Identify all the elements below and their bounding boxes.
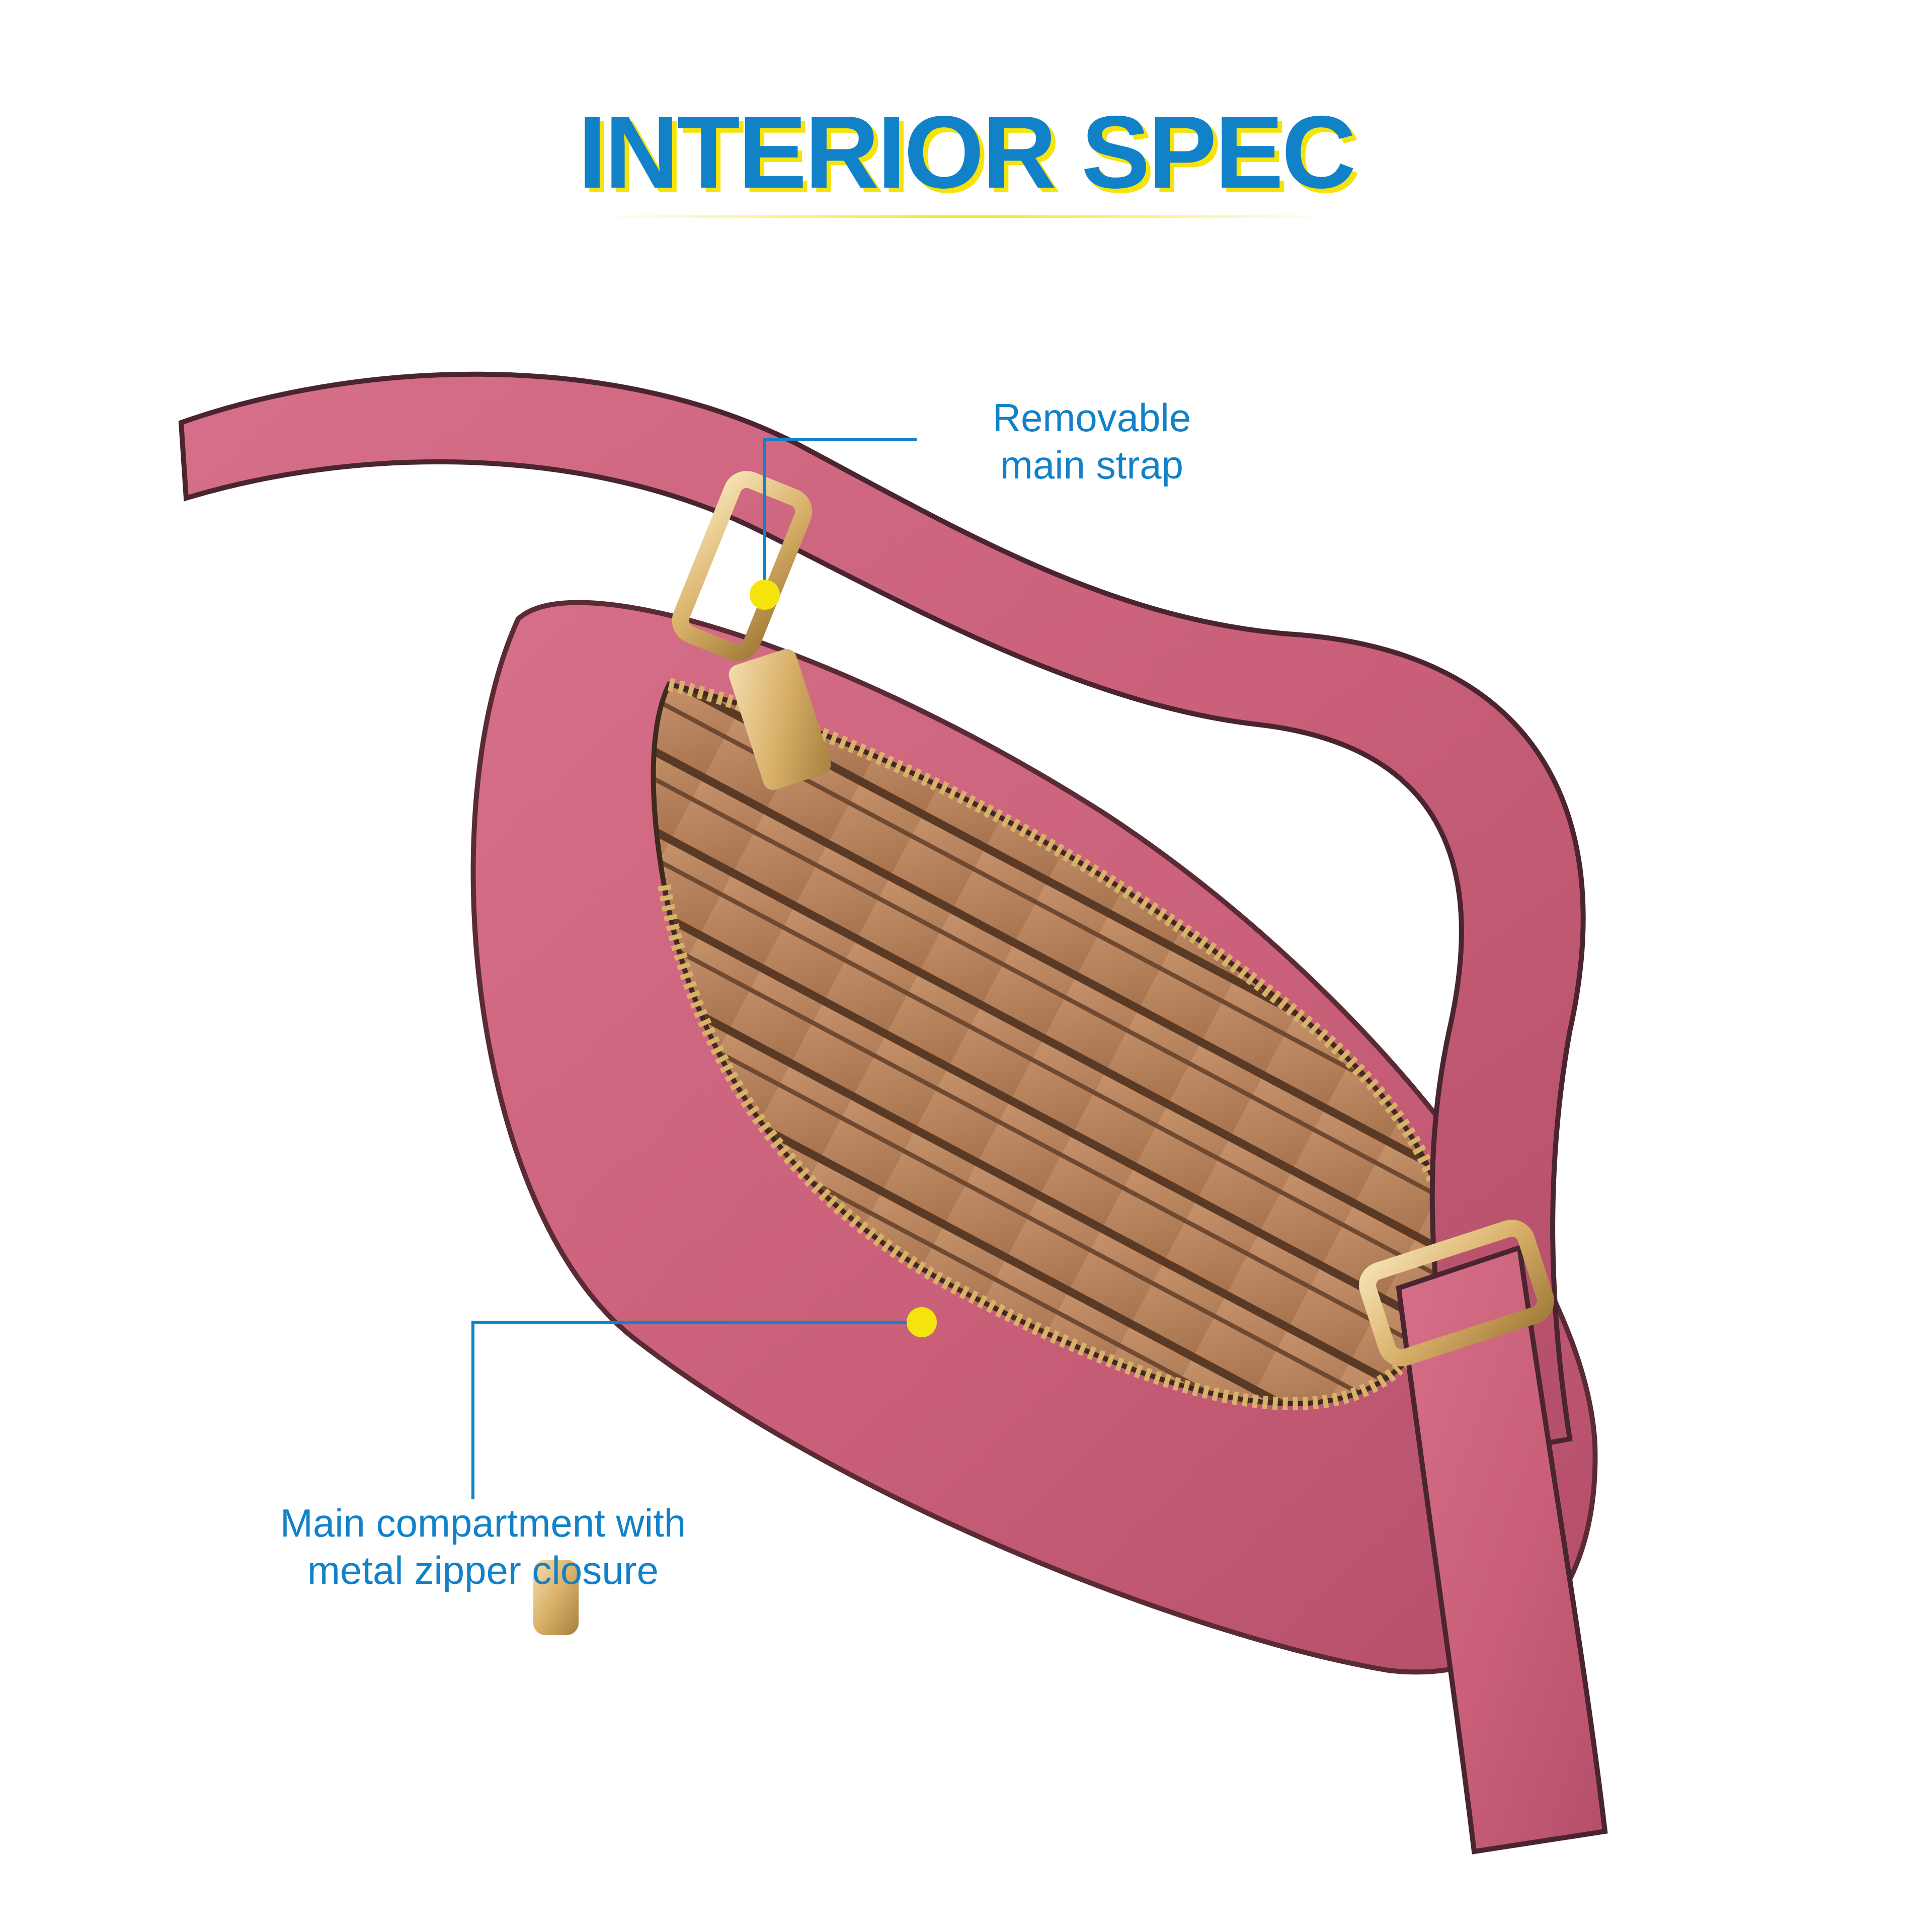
zipper-track-lower [658, 884, 1403, 1411]
callout-removable-strap: Removable main strap [901, 394, 1283, 489]
callout-zip-line1: Main compartment with [280, 1501, 686, 1545]
side-zipper-pull [533, 1560, 579, 1635]
main-strap [178, 371, 1586, 1462]
callout-dot-strap [750, 580, 780, 610]
callout-strap-line1: Removable [992, 395, 1191, 440]
strap-tail [1396, 1244, 1608, 1855]
title-underline [594, 215, 1338, 218]
callout-main-compartment: Main compartment with metal zipper closu… [221, 1499, 745, 1594]
upper-buckle [672, 470, 831, 790]
zipper-track [667, 678, 1457, 1374]
lower-buckle [1359, 1220, 1554, 1366]
callout-line-zipper [471, 1321, 922, 1499]
callout-dot-zipper [907, 1307, 937, 1337]
callout-zip-line2: metal zipper closure [307, 1548, 659, 1592]
callout-strap-line2: main strap [1000, 443, 1184, 487]
page-title: INTERIOR SPEC [578, 95, 1356, 210]
callout-line-strap [763, 438, 917, 595]
